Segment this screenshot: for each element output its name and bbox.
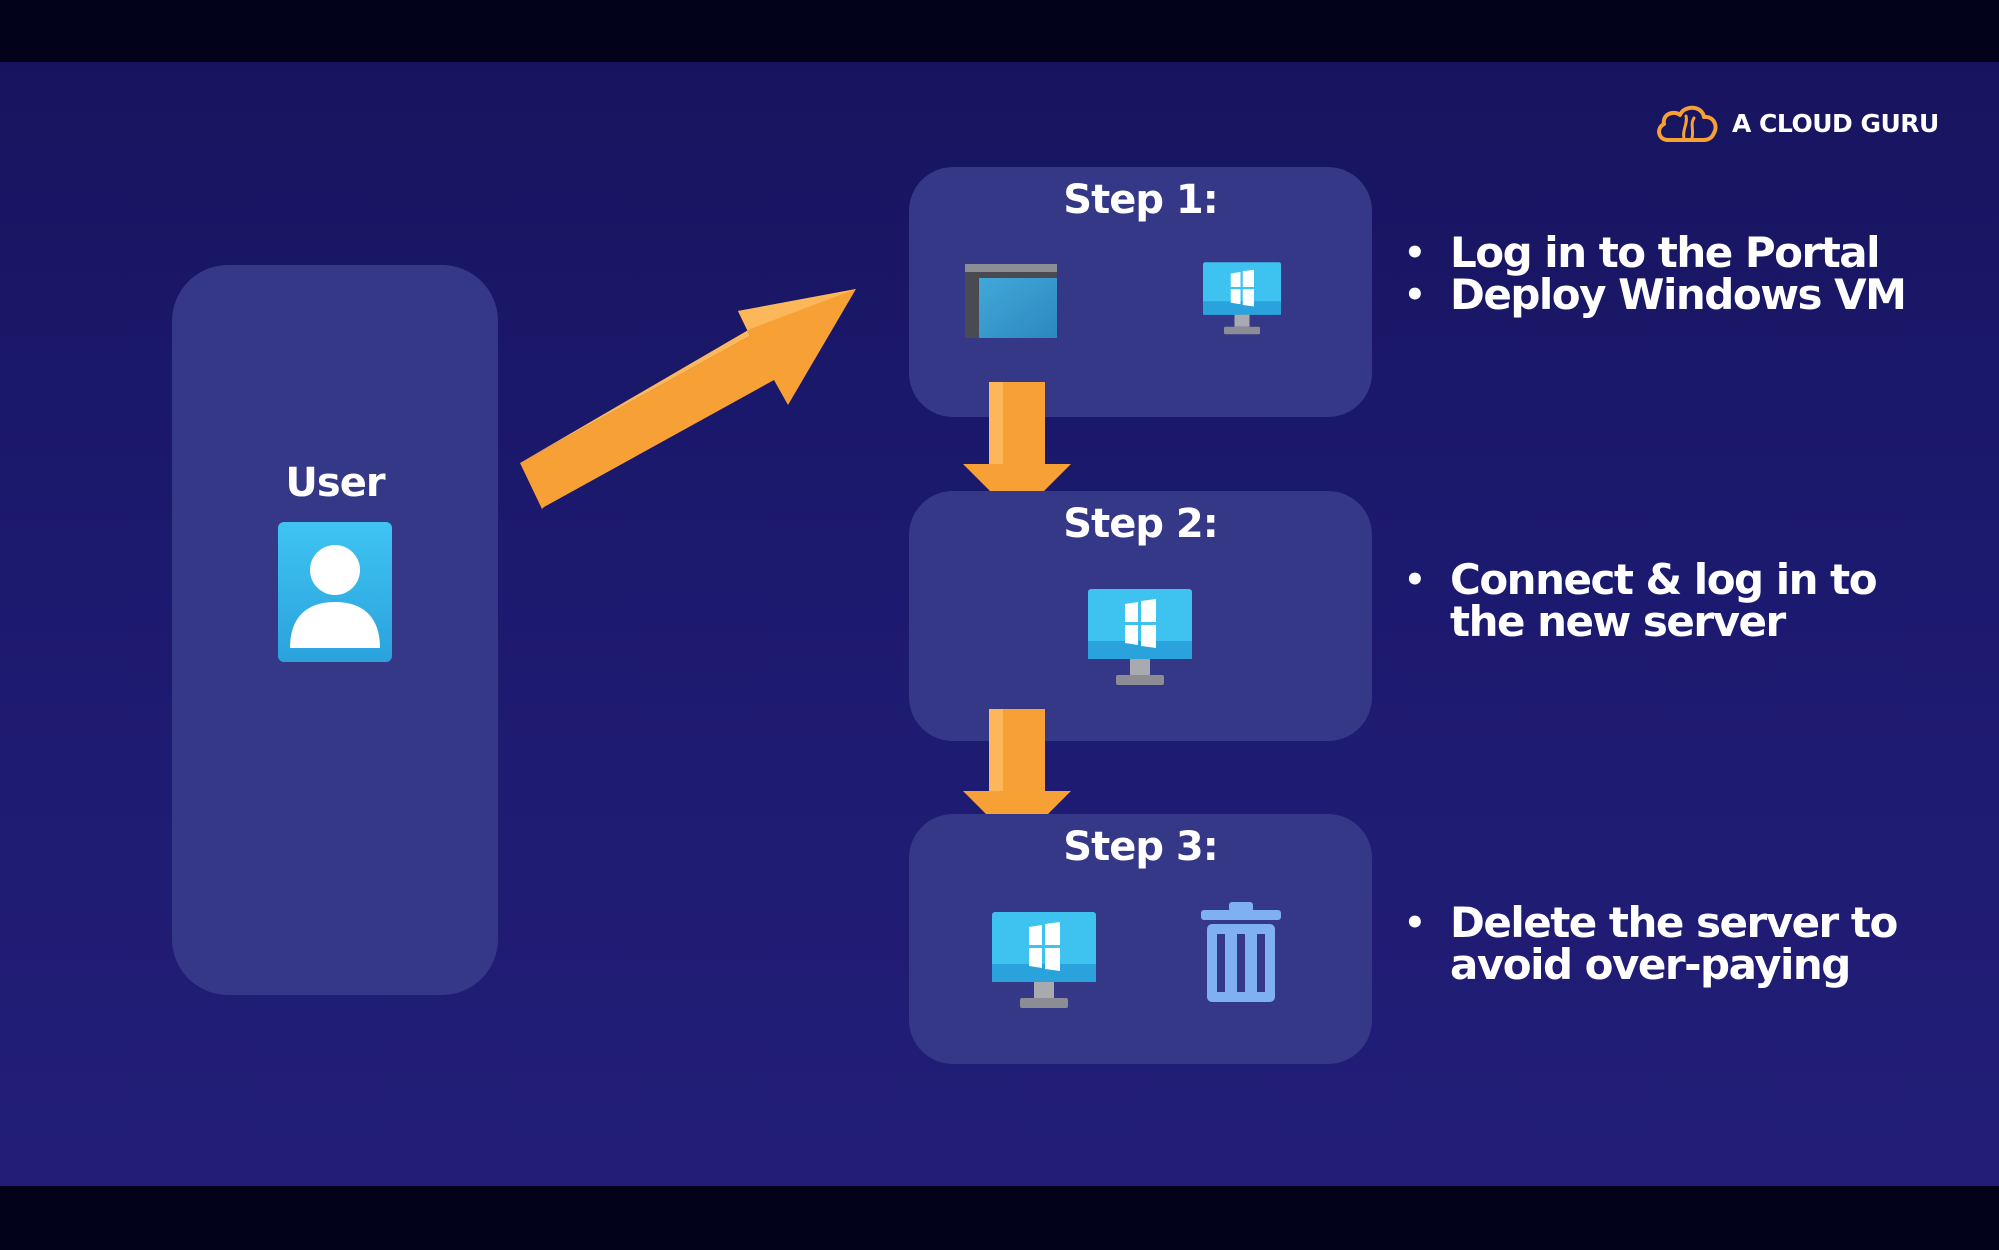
user-label: User bbox=[285, 460, 385, 506]
monitor-icon bbox=[992, 912, 1096, 1008]
step-3-bullets: • Delete the server to avoid over-paying bbox=[1404, 902, 1944, 986]
user-avatar-icon bbox=[278, 522, 392, 662]
cloud-logo-icon bbox=[1657, 105, 1718, 142]
arrow-user-to-step1 bbox=[520, 289, 856, 509]
slide: A CLOUD GURU User Step 1: bbox=[0, 62, 1999, 1186]
arrow-step2-to-step3 bbox=[963, 709, 1071, 845]
bullet-dot: • bbox=[1404, 903, 1426, 943]
step-2-box: Step 2: bbox=[909, 491, 1372, 741]
bullet-text: Log in to the Portal bbox=[1450, 228, 1881, 277]
bullet-item: • Log in to the Portal bbox=[1404, 232, 1964, 274]
step-3-box: Step 3: bbox=[909, 814, 1372, 1064]
step-3-title: Step 3: bbox=[1063, 824, 1218, 870]
step-1-box: Step 1: bbox=[909, 167, 1372, 417]
bullet-text: Connect & log in to the new server bbox=[1450, 555, 1878, 646]
bullet-item: • Delete the server to avoid over-paying bbox=[1404, 902, 1944, 986]
arrow-step1-to-step2 bbox=[963, 382, 1071, 518]
step-2-title: Step 2: bbox=[1063, 501, 1218, 547]
bullet-dot: • bbox=[1404, 233, 1426, 273]
step-2-bullets: • Connect & log in to the new server bbox=[1404, 559, 1944, 643]
bullet-item: • Deploy Windows VM bbox=[1404, 274, 1964, 316]
monitor-icon bbox=[1203, 262, 1281, 335]
brand-name: A CLOUD GURU bbox=[1732, 108, 1939, 138]
bullet-text: Delete the server to avoid over-paying bbox=[1450, 898, 1898, 989]
brand-logo: A CLOUD GURU bbox=[1654, 100, 1939, 146]
bullet-item: • Connect & log in to the new server bbox=[1404, 559, 1944, 643]
bullet-dot: • bbox=[1404, 275, 1426, 315]
step-1-bullets: • Log in to the Portal • Deploy Windows … bbox=[1404, 232, 1964, 316]
browser-window-icon bbox=[965, 264, 1057, 338]
bullet-text: Deploy Windows VM bbox=[1450, 270, 1907, 319]
trash-icon bbox=[1201, 902, 1281, 1002]
bullet-dot: • bbox=[1404, 560, 1426, 600]
step-1-title: Step 1: bbox=[1063, 177, 1218, 223]
monitor-icon bbox=[1088, 589, 1192, 685]
user-panel: User bbox=[172, 265, 498, 995]
